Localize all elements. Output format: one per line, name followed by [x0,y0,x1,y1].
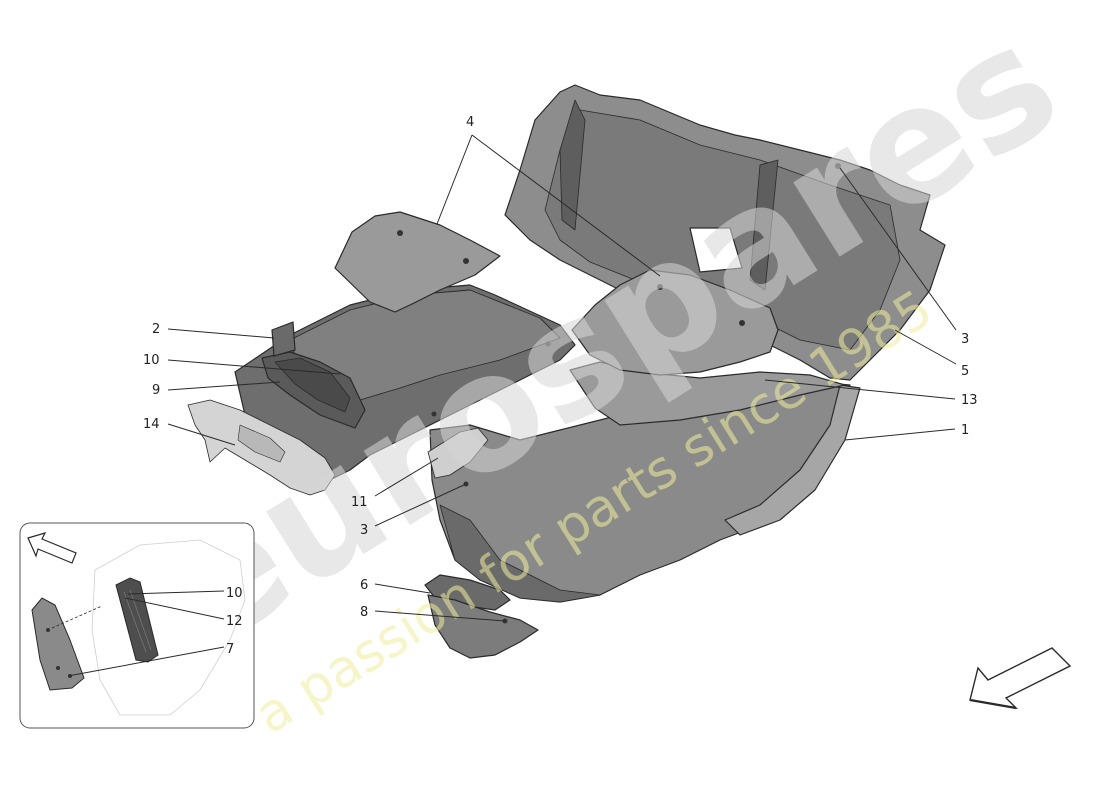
front-direction-arrow [969,647,1072,710]
rear-bulkhead-opening [689,227,743,273]
leader-14 [167,423,236,446]
leader-3b [374,483,467,527]
leader-8 [374,610,506,622]
leader-inset-7 [67,646,225,677]
pad-upper-inner [274,357,351,413]
inset-background-sketch [91,539,246,716]
mounting-bracket-detail [237,424,286,463]
callout-9: 9 [152,383,160,398]
rear-bulkhead-rib-left [559,99,586,231]
callout-6: 6 [360,578,368,593]
callout-12: 12 [226,614,243,629]
leader-11 [374,457,439,497]
floor-carpet-front-edge [439,504,601,603]
front-mat-right [571,269,779,376]
leader-lines [167,134,957,622]
callout-1: 1 [961,423,969,438]
leader-1 [844,428,956,441]
leader-5 [894,329,957,365]
callout-5: 5 [961,364,969,379]
rear-bulkhead-rib-right [749,159,779,291]
leader-9 [167,381,281,391]
callout-13: 13 [961,393,978,408]
panel-tab [271,321,296,357]
side-pad [31,597,85,691]
callout-4: 4 [466,115,474,130]
callout-labels: 4 2 10 9 14 3 5 13 1 11 3 6 8 [143,115,978,620]
leader-4b [471,134,661,277]
leader-3a [839,167,957,331]
floor-carpet-sill [724,384,861,536]
leader-13 [764,379,956,400]
parts-group [187,84,946,659]
callout-2: 2 [152,322,160,337]
callout-11: 11 [351,495,368,510]
leader-inset-10 [127,590,225,595]
front-direction-arrow-shadow [969,698,1017,710]
footrest-cover [427,594,539,659]
front-mat-left [334,211,501,313]
leader-inset-12 [124,597,225,620]
leader-4a [436,134,473,225]
leader-2 [167,328,275,339]
callout-10-main: 10 [143,353,160,368]
callout-10-inset: 10 [226,586,243,601]
small-bracket [427,427,489,479]
leader-inset-pin [51,605,103,629]
inset-direction-arrow [27,532,77,564]
callout-7: 7 [226,642,234,657]
callout-8: 8 [360,605,368,620]
inset-detail-box: 10 12 7 [19,522,255,729]
callout-3-lower: 3 [360,523,368,538]
leader-10 [167,359,341,375]
callout-14: 14 [143,417,160,432]
callout-3-upper: 3 [961,332,969,347]
leader-6 [374,583,431,594]
